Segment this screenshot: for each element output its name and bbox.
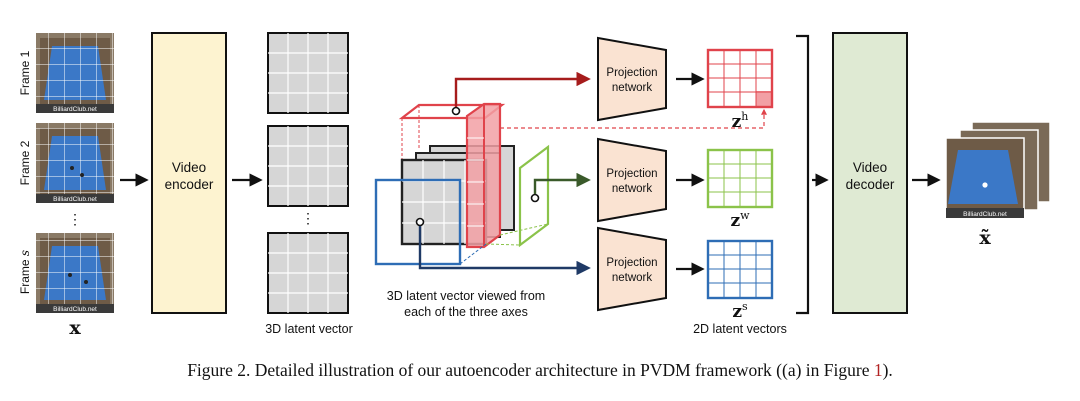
svg-text:Projection: Projection: [606, 168, 657, 180]
latent-3d-label: 3D latent vector: [265, 322, 353, 336]
views-label-line2: each of the three axes: [404, 305, 528, 319]
frames-ellipsis: ⋮: [68, 211, 82, 227]
svg-text:zs: zs: [732, 300, 748, 322]
h-view-top-face: [398, 103, 506, 120]
frame-var-s: s: [18, 250, 32, 256]
s-view-frame: [374, 178, 462, 266]
latent-2d-s: zs: [706, 239, 774, 322]
svg-text:zh: zh: [732, 110, 749, 132]
arrow-w-to-projection: [533, 172, 591, 194]
zh-superscript: h: [741, 110, 748, 123]
input-frames: BilliardClub.net BilliardClub.net Billia…: [18, 33, 114, 339]
frame-label-s: Frame: [18, 259, 32, 294]
encoder-label-line2: encoder: [165, 177, 214, 192]
svg-text:Projection: Projection: [606, 67, 657, 79]
frame-watermark: BilliardClub.net: [53, 306, 97, 313]
dashed-correspondence-arrow: [500, 108, 767, 129]
svg-text:network: network: [612, 82, 653, 94]
encoder-box: [151, 32, 227, 314]
latent-2d-h: zh: [706, 48, 774, 132]
projection-network-h: Projection network: [597, 36, 667, 122]
svg-text:network: network: [612, 183, 653, 195]
caption-text: Figure 2. Detailed illustration of our a…: [187, 360, 874, 380]
latent-ellipsis: ⋮: [301, 210, 315, 226]
zw-superscript: w: [740, 209, 750, 222]
frame-thumbnail-s: BilliardClub.net: [36, 233, 114, 313]
latent-3d-stack: ⋮ 3D latent vector: [265, 32, 353, 336]
w-view-slab: [518, 144, 550, 248]
output-symbol-x-tilde: x̃: [979, 227, 991, 249]
figure-caption: Figure 2. Detailed illustration of our a…: [0, 360, 1080, 381]
frame-thumbnail-1: BilliardClub.net: [36, 33, 114, 113]
caption-tail: ).: [882, 360, 893, 380]
projection-network-w: Projection network: [597, 137, 667, 223]
latent-grid-1: [267, 32, 349, 114]
encoder-label-line1: Video: [172, 160, 206, 175]
svg-text:network: network: [612, 272, 653, 284]
zs-superscript: s: [742, 300, 748, 313]
svg-text:zw: zw: [730, 209, 750, 231]
latent-grid-s: [267, 232, 349, 314]
latent-2d-label: 2D latent vectors: [693, 322, 787, 336]
svg-text:Projection: Projection: [606, 257, 657, 269]
latent-grid-2: [267, 125, 349, 207]
decoder-label-line1: Video: [853, 160, 887, 175]
output-watermark: BilliardClub.net: [963, 211, 1007, 218]
frame-watermark: BilliardClub.net: [53, 106, 97, 113]
latent-bracket: [796, 34, 810, 315]
arrow-s-to-projection: [418, 226, 591, 276]
video-decoder-block: Video decoder: [832, 32, 908, 314]
projection-network-s: Projection network: [597, 226, 667, 312]
views-label-line1: 3D latent vector viewed from: [387, 289, 545, 303]
frame-watermark: BilliardClub.net: [53, 196, 97, 203]
cube-views: 3D latent vector viewed from each of the…: [374, 102, 550, 319]
output-frames: BilliardClub.net x̃: [945, 121, 1051, 249]
decoder-label-line2: decoder: [846, 177, 895, 192]
decoder-box: [832, 32, 908, 314]
svg-text:Frame s: Frame s: [18, 250, 32, 294]
frame-label-2: Frame 2: [18, 140, 32, 185]
frame-label-1: Frame 1: [18, 50, 32, 95]
caption-figure-ref-link[interactable]: 1: [873, 360, 883, 380]
arrow-h-to-projection: [454, 71, 591, 107]
video-encoder-block: Video encoder: [151, 32, 227, 314]
frame-thumbnail-2: BilliardClub.net: [36, 123, 114, 203]
latent-2d-w: zw: [706, 148, 774, 231]
input-symbol-x: x: [69, 317, 81, 339]
